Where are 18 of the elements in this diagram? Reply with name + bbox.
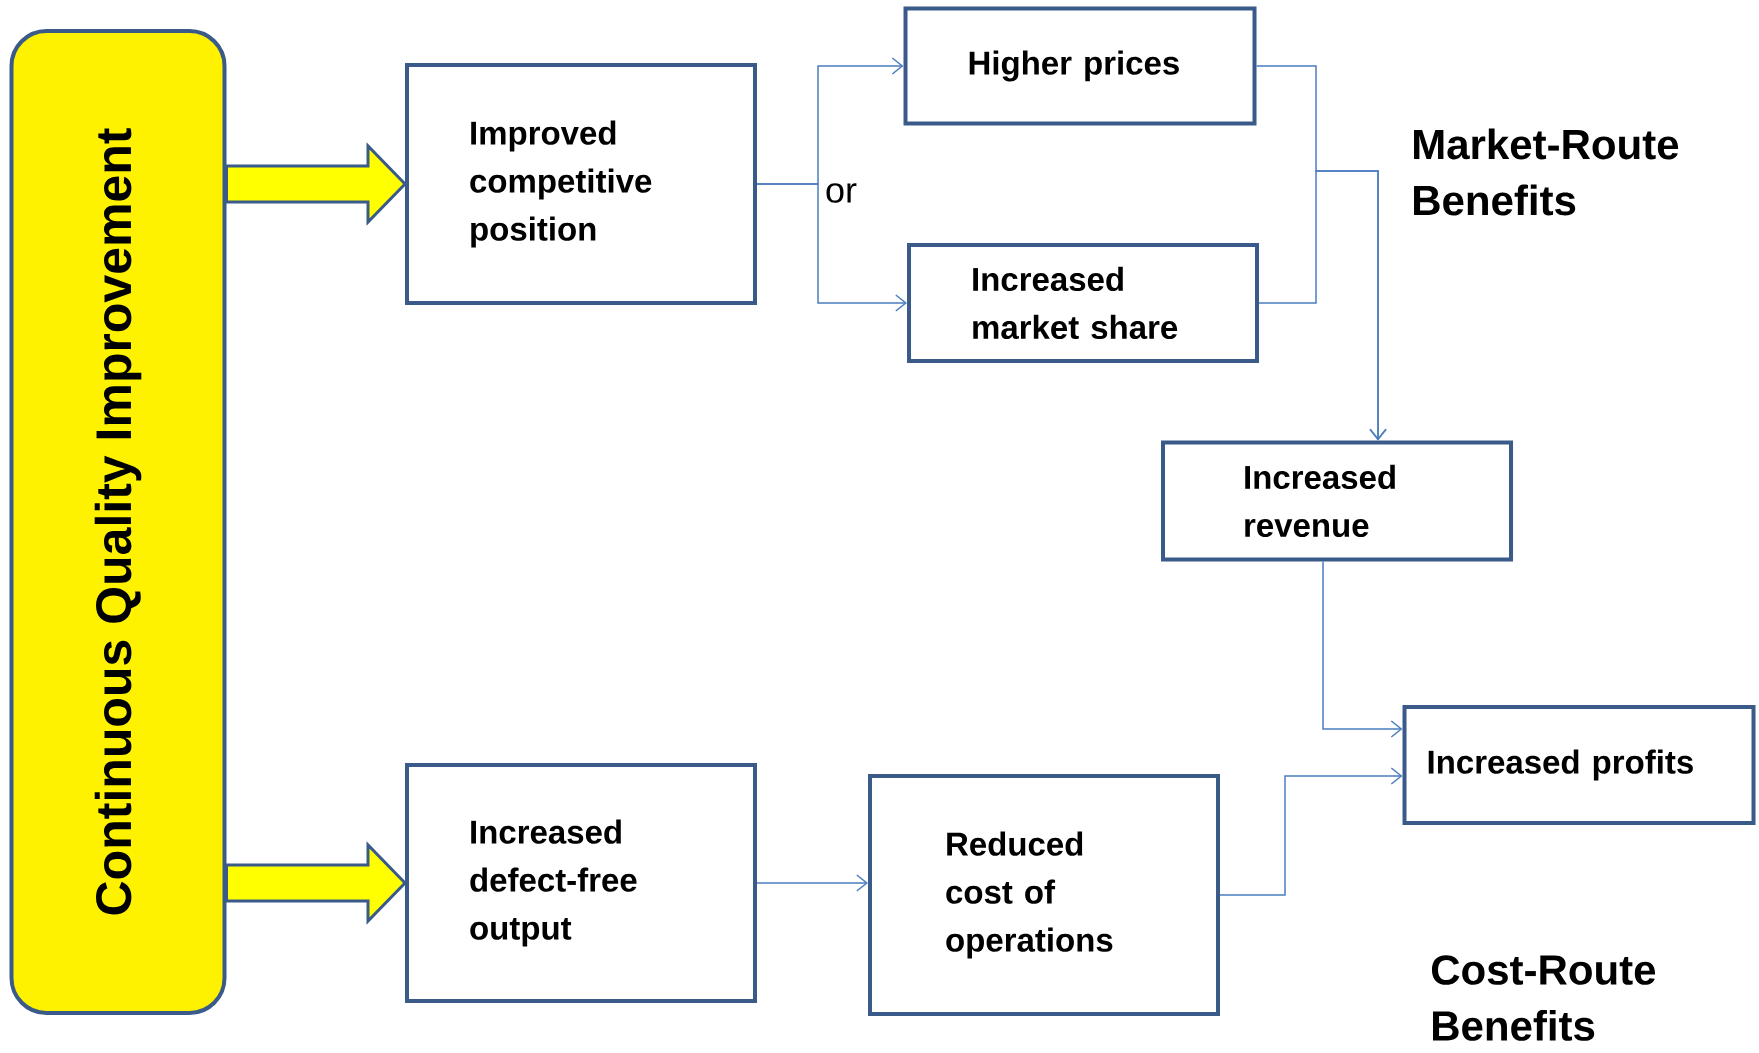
block-arrow (225, 841, 408, 925)
arrow (1219, 767, 1403, 896)
process-box: Reduced cost of operations (868, 774, 1220, 1016)
arrow (756, 183, 907, 312)
rounded-banner: Continuous Quality Improvement (9, 29, 227, 1015)
process-box: Increased revenue (1161, 440, 1513, 562)
route-heading: Cost-Route Benefits (1431, 955, 1656, 1041)
arrow (1322, 560, 1403, 738)
process-box: Increased market share (907, 243, 1259, 363)
arrow (756, 874, 868, 892)
route-heading: Market-Route Benefits (1414, 128, 1679, 216)
connector-text: or (826, 183, 857, 203)
process-box: Improved competitive position (405, 63, 757, 305)
process-box: Increased defect-free output (405, 763, 757, 1003)
block-arrow (225, 142, 408, 226)
process-box: Higher prices (903, 6, 1257, 126)
process-box: Increased profits (1402, 705, 1756, 825)
arrow (1258, 170, 1387, 441)
